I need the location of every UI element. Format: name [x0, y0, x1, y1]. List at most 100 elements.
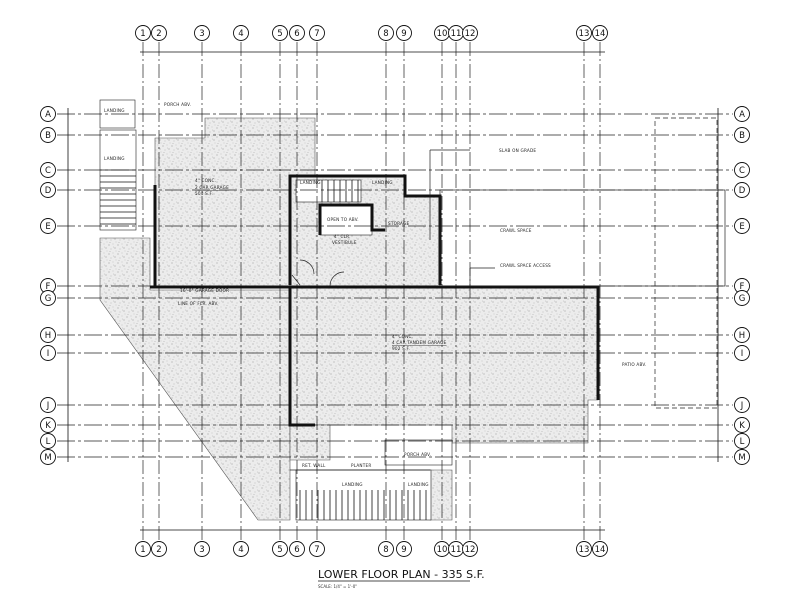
drawing-title-block: LOWER FLOOR PLAN - 335 S.F. SCALE: 1/4" …: [318, 568, 485, 589]
garage-2-area-label: 504 S.F.: [195, 191, 213, 196]
grid-bubble-column-12: 12: [462, 541, 478, 557]
grid-bubble-label: M: [44, 453, 51, 463]
grid-bubble-row-E: E: [734, 218, 750, 234]
grid-bubble-row-I: I: [734, 345, 750, 361]
grid-bubble-label: 5: [277, 29, 282, 39]
grid-bubble-label: 5: [277, 545, 282, 555]
grid-bubble-column-11: 11: [448, 541, 464, 557]
landing-label: LANDING: [300, 180, 321, 185]
lower-right-slab: [429, 469, 453, 521]
retaining-wall-label: RET. WALL: [302, 463, 326, 468]
grid-bubble-label: 8: [383, 29, 388, 39]
grid-bubble-column-3: 3: [194, 25, 210, 41]
slab-on-grade-label: SLAB ON GRADE: [499, 148, 536, 153]
grid-bubble-label: J: [46, 401, 50, 411]
grid-bubble-label: 13: [579, 545, 590, 555]
grid-bubble-label: D: [739, 186, 746, 196]
grid-bubble-label: J: [740, 401, 744, 411]
grid-bubble-label: 12: [465, 29, 476, 39]
grid-bubble-label: F: [46, 282, 51, 292]
grid-bubble-label: B: [739, 131, 745, 141]
grid-bubble-column-1: 1: [135, 541, 151, 557]
grid-bubble-label: E: [45, 222, 50, 232]
grid-bubble-column-8: 8: [378, 25, 394, 41]
grid-bubble-label: 4: [238, 29, 243, 39]
grid-bubble-label: 10: [437, 545, 448, 555]
grid-bubble-label: D: [45, 186, 52, 196]
grid-bubble-column-14: 14: [592, 541, 608, 557]
grid-bubble-row-C: C: [734, 162, 750, 178]
grid-bubble-column-11: 11: [448, 25, 464, 41]
grid-bubble-row-E: E: [40, 218, 56, 234]
grid-bubble-column-2: 2: [151, 25, 167, 41]
grid-bubble-label: 1: [140, 29, 145, 39]
grid-bubble-label: 14: [595, 545, 606, 555]
patio-above-label: PATIO ABV.: [622, 362, 646, 367]
grid-bubble-row-C: C: [40, 162, 56, 178]
grid-bubble-column-5: 5: [272, 541, 288, 557]
grid-bubble-column-5: 5: [272, 25, 288, 41]
grid-bubble-column-6: 6: [289, 541, 305, 557]
grid-bubble-column-10: 10: [434, 541, 450, 557]
grid-bubble-label: 13: [579, 29, 590, 39]
crawl-space-label: CRAWL SPACE: [500, 228, 532, 233]
grid-bubble-row-D: D: [40, 182, 56, 198]
garage-2-name-label: 2 CAR GARAGE: [195, 185, 229, 190]
stair-treads: [100, 169, 427, 520]
grid-bubble-label: G: [45, 294, 52, 304]
grid-bubble-label: 7: [314, 545, 319, 555]
grid-bubble-label: 11: [451, 29, 462, 39]
room-labels: LANDING LANDING PORCH ABV. 4" CONC. 2 CA…: [104, 102, 646, 487]
grid-bubble-label: 3: [199, 29, 204, 39]
grid-bubble-row-K: K: [734, 417, 750, 433]
grid-bubble-label: A: [739, 110, 745, 120]
garage-2-conc-label: 4" CONC.: [195, 178, 216, 183]
vestibule-label: VESTIBULE: [332, 240, 357, 245]
grid-bubble-label: K: [739, 421, 745, 431]
grid-bubble-row-J: J: [734, 397, 750, 413]
porch-above-label: PORCH ABV.: [164, 102, 191, 107]
grid-bubble-column-9: 9: [396, 25, 412, 41]
grid-bubble-column-3: 3: [194, 541, 210, 557]
garage-door-label: 16'-0" GARAGE DOOR: [180, 288, 229, 293]
landing-label: LANDING: [408, 482, 429, 487]
porch-above-label: PORCH ABV.: [404, 452, 431, 457]
grid-bubble-label: C: [45, 166, 51, 176]
entry-slab: [289, 424, 331, 461]
grid-bubble-row-H: H: [40, 327, 56, 343]
garage-4-area-label: 902 S.F.: [392, 346, 410, 351]
grid-bubble-label: 8: [383, 545, 388, 555]
planter-label: PLANTER: [351, 463, 371, 468]
grid-bubble-row-G: G: [734, 290, 750, 306]
line-of-floor-above-label: LINE OF FLR. ABV.: [178, 301, 219, 306]
grid-bubble-row-A: A: [734, 106, 750, 122]
landing-label: LANDING: [342, 482, 363, 487]
grid-bubble-row-J: J: [40, 397, 56, 413]
garage-4-conc-label: 4" CONC.: [392, 334, 413, 339]
drawing-title: LOWER FLOOR PLAN - 335 S.F.: [318, 568, 485, 581]
grid-bubble-column-12: 12: [462, 25, 478, 41]
drawing-scale: SCALE: 1/4" = 1'-0": [318, 584, 357, 589]
wall-garage-4-top: [150, 285, 600, 400]
stair-vestibule: [295, 179, 362, 203]
grid-bubble-label: 14: [595, 29, 606, 39]
open-to-above-label: OPEN TO ABV.: [327, 217, 359, 222]
grid-bubble-column-4: 4: [233, 25, 249, 41]
landing-label: LANDING: [104, 156, 125, 161]
grid-bubble-label: G: [739, 294, 746, 304]
grid-bubble-row-L: L: [734, 433, 750, 449]
grid-bubble-column-1: 1: [135, 25, 151, 41]
garage-4-slab: [289, 285, 599, 444]
grid-bubble-label: I: [741, 349, 744, 359]
wall-open-above: [318, 203, 385, 235]
grid-bubble-label: B: [45, 131, 51, 141]
wall-garage-4-left: [288, 287, 315, 427]
crawl-space-access-label: CRAWL SPACE ACCESS: [500, 263, 551, 268]
grid-bubble-label: A: [45, 110, 51, 120]
grid-bubble-label: 12: [465, 545, 476, 555]
grid-bubble-label: 11: [451, 545, 462, 555]
grid-bubble-row-B: B: [734, 127, 750, 143]
grid-bubble-column-6: 6: [289, 25, 305, 41]
grid-bubble-label: 9: [401, 29, 406, 39]
